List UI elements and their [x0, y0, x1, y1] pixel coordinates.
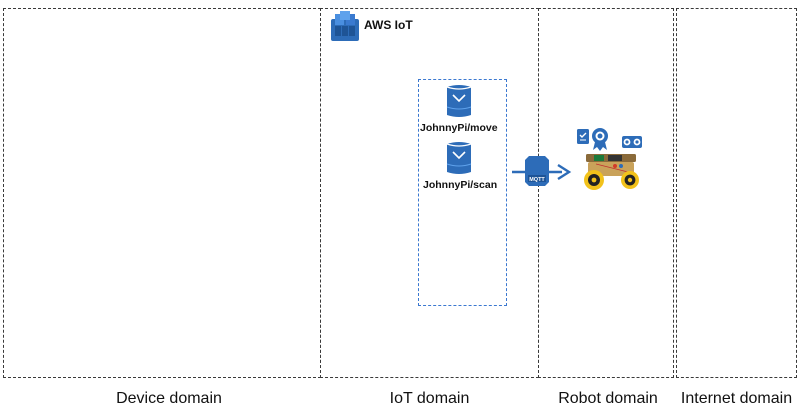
internet-domain-box	[676, 8, 797, 378]
mqtt-label: MQTT	[529, 177, 545, 183]
device-domain-box	[3, 8, 321, 378]
topic-label-scan: JohnnyPi/scan	[423, 179, 498, 191]
iot-topic-icon	[446, 142, 472, 174]
topic-group	[418, 79, 507, 306]
aws-iot-icon	[331, 11, 359, 41]
robot-domain-label: Robot domain	[558, 390, 658, 407]
aws-iot-label: AWS IoT	[364, 18, 413, 32]
robot-car-icon	[577, 128, 642, 190]
internet-domain-label: Internet domain	[680, 390, 793, 407]
device-domain-label: Device domain	[116, 390, 222, 407]
checklist-icon	[577, 129, 589, 144]
certificate-icon	[592, 128, 608, 151]
iot-topic-icon	[446, 85, 472, 117]
sensor-icon	[622, 136, 642, 148]
topic-label-move: JohnnyPi/move	[420, 122, 498, 134]
iot-domain-label: IoT domain	[389, 390, 470, 407]
mqtt-arrow	[512, 163, 572, 181]
robot-domain-box	[538, 8, 674, 378]
